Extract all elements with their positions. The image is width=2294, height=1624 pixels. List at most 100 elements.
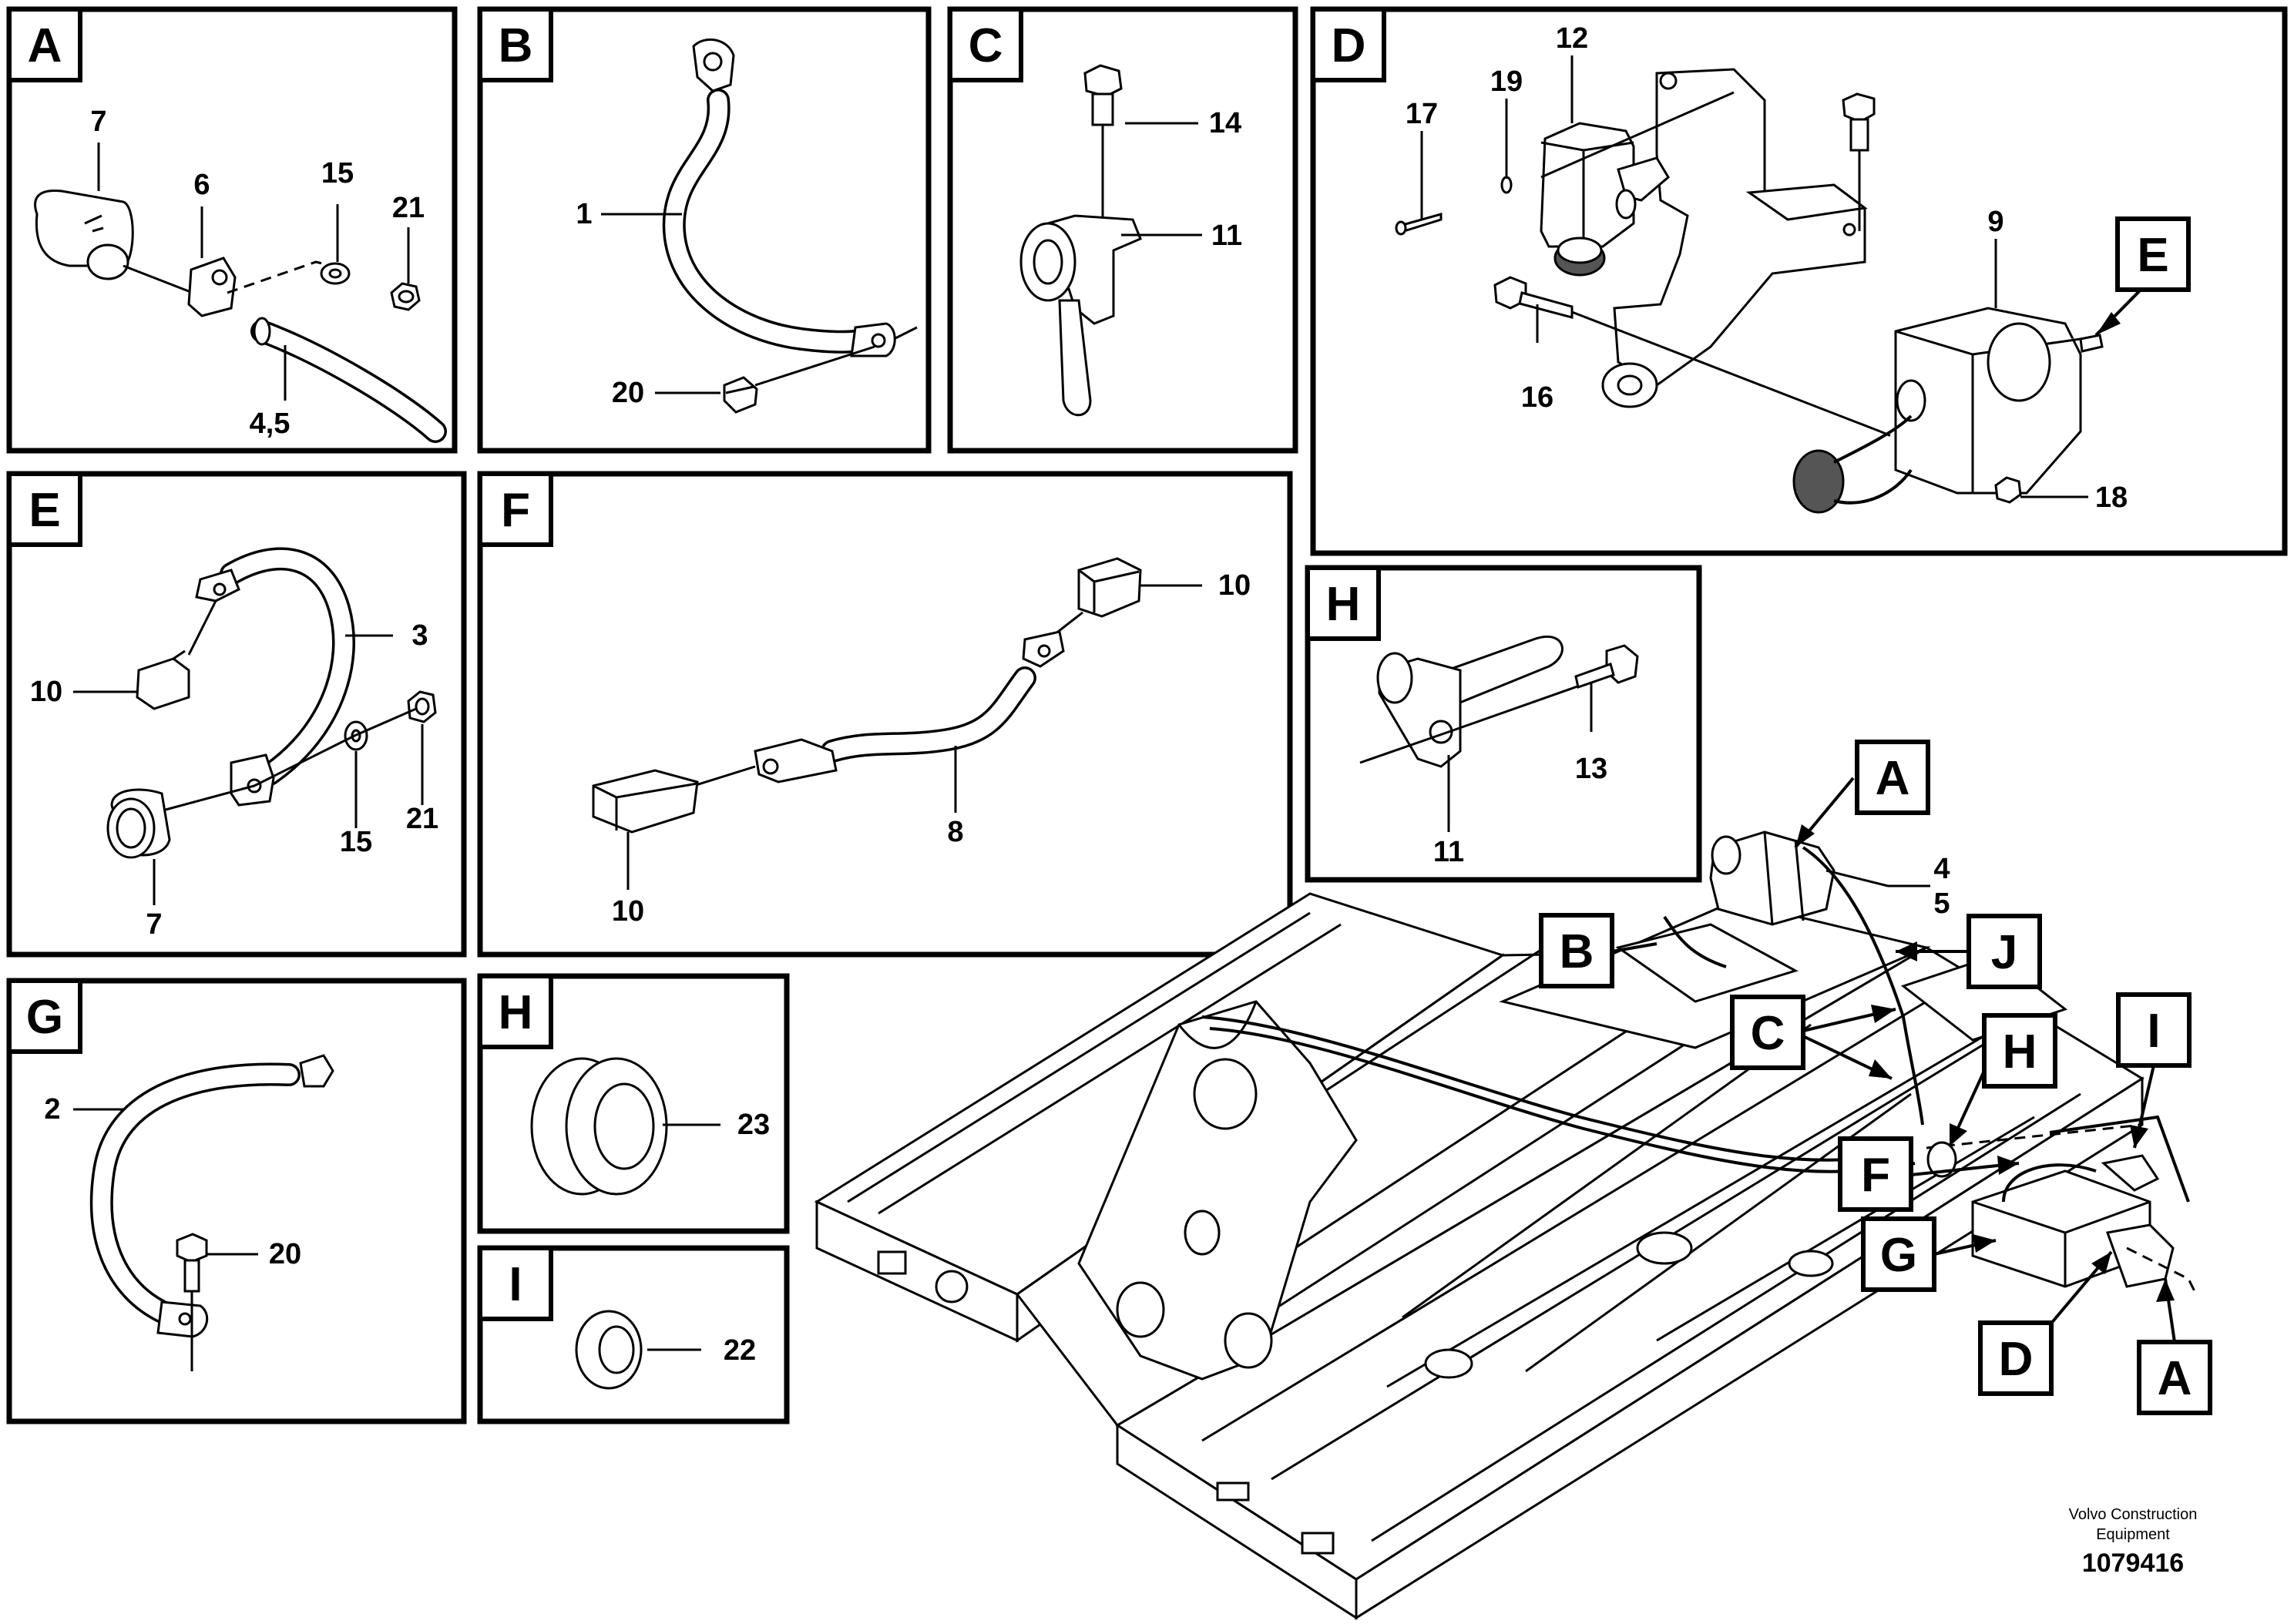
label-14: 14 xyxy=(1209,107,1241,139)
svg-text:A: A xyxy=(28,19,62,72)
relay-part-9 xyxy=(1792,307,2104,514)
boot-part-10 xyxy=(136,649,190,710)
label-21-e: 21 xyxy=(406,803,438,835)
label-10-f-bottom: 10 xyxy=(612,895,644,928)
svg-text:D: D xyxy=(1999,1333,2034,1386)
label-23: 23 xyxy=(737,1109,770,1141)
washer-part-15 xyxy=(320,262,351,285)
svg-text:H: H xyxy=(499,986,533,1039)
svg-text:F: F xyxy=(1861,1149,1890,1202)
clamp-part-11 xyxy=(1019,214,1142,417)
grommet-in-frame xyxy=(1926,1141,1957,1178)
boot-part-10-bottom xyxy=(592,769,699,834)
svg-text:E: E xyxy=(29,484,60,537)
panel-d-tag: D xyxy=(1311,7,1386,82)
machine-frame-overview: 4 5 xyxy=(814,830,2198,1620)
label-9: 9 xyxy=(1987,206,2003,238)
label-5-overview: 5 xyxy=(1933,887,1950,920)
svg-text:I: I xyxy=(2147,1005,2160,1058)
svg-text:C: C xyxy=(969,19,1003,72)
label-20: 20 xyxy=(612,377,644,409)
bolt-part-20 xyxy=(723,376,758,414)
panel-a: A 7 6 xyxy=(6,6,458,454)
nut-part-18 xyxy=(1994,476,2022,504)
svg-text:F: F xyxy=(501,484,530,537)
callout-b: B xyxy=(1539,913,1658,988)
panel-h-clamp-tag: H xyxy=(1305,565,1381,641)
panel-a-tag: A xyxy=(7,7,82,82)
clamp-part-11 xyxy=(1376,635,1563,768)
label-6: 6 xyxy=(193,169,210,201)
bolt-part-14 xyxy=(1083,64,1123,126)
bolt-part-13 xyxy=(1574,644,1639,689)
callout-a-top: A xyxy=(1794,740,1930,849)
boot-part-7 xyxy=(106,788,171,859)
callout-e: E xyxy=(2115,216,2191,292)
panel-f: F 10 8 10 xyxy=(477,471,1293,958)
washer-part-19 xyxy=(1500,176,1513,194)
label-15: 15 xyxy=(321,157,354,190)
callout-j: J xyxy=(1896,914,2042,989)
panel-g-tag: G xyxy=(7,978,82,1054)
label-11-h: 11 xyxy=(1433,836,1464,868)
panel-i-tag: I xyxy=(478,1246,553,1321)
panel-h-clamp: H 13 11 xyxy=(1305,565,1702,883)
panel-d: D xyxy=(1310,6,2288,556)
label-11: 11 xyxy=(1211,220,1242,252)
label-10: 10 xyxy=(30,676,62,708)
label-18: 18 xyxy=(2095,481,2128,514)
panel-e-tag: E xyxy=(7,471,82,547)
label-4-5: 4,5 xyxy=(250,408,291,440)
panel-g: G 2 20 xyxy=(6,978,467,1424)
callout-c: C xyxy=(1730,995,1896,1080)
label-15-e: 15 xyxy=(340,826,372,858)
washer-part-22 xyxy=(575,1310,643,1390)
svg-text:D: D xyxy=(1332,19,1366,72)
panel-h-grommet: H 23 xyxy=(477,973,790,1234)
callout-i: I xyxy=(2116,992,2192,1149)
panel-c-tag: C xyxy=(948,7,1023,82)
svg-text:B: B xyxy=(1560,925,1594,978)
svg-text:J: J xyxy=(1991,926,2017,979)
callout-d: D xyxy=(1978,1250,2113,1396)
label-20-g: 20 xyxy=(269,1238,301,1270)
svg-text:B: B xyxy=(499,19,533,72)
bolt-part-17 xyxy=(1395,213,1443,236)
document-number: 1079416 xyxy=(2082,1549,2184,1578)
label-7: 7 xyxy=(90,106,106,138)
nut-part-21 xyxy=(390,282,421,311)
label-12: 12 xyxy=(1556,22,1588,55)
label-7-e: 7 xyxy=(146,908,162,941)
callout-h: H xyxy=(1948,1013,2057,1147)
callout-f: F xyxy=(1838,1136,2020,1212)
label-3: 3 xyxy=(411,619,428,652)
label-1: 1 xyxy=(576,198,592,230)
label-21: 21 xyxy=(392,192,425,224)
svg-text:G: G xyxy=(26,991,63,1044)
label-22: 22 xyxy=(724,1334,756,1367)
cable-part-2 xyxy=(89,1054,334,1338)
boot-part-10-top xyxy=(1077,557,1142,618)
panel-b: B 1 20 xyxy=(477,6,932,454)
svg-text:G: G xyxy=(1880,1229,1917,1282)
boot-part-7 xyxy=(34,189,134,280)
panel-h-grommet-tag: H xyxy=(478,974,553,1049)
cable-part-3 xyxy=(195,547,355,807)
callout-a-bottom: A xyxy=(2137,1278,2212,1415)
mounting-bracket xyxy=(1601,68,1868,408)
svg-text:C: C xyxy=(1751,1007,1785,1060)
svg-text:A: A xyxy=(2158,1352,2192,1405)
svg-text:H: H xyxy=(2003,1025,2037,1079)
bracket-bolt xyxy=(1842,92,1876,231)
label-17: 17 xyxy=(1406,98,1438,130)
cable-part-1 xyxy=(662,39,918,357)
cable-part-8 xyxy=(754,630,1065,783)
label-2: 2 xyxy=(44,1093,60,1126)
label-4-overview: 4 xyxy=(1933,853,1950,885)
panel-i: I 22 xyxy=(477,1245,790,1424)
relay-part-12 xyxy=(1540,122,1670,277)
callout-g: G xyxy=(1861,1216,1997,1292)
svg-text:E: E xyxy=(2137,229,2168,282)
terminal-part-6 xyxy=(187,257,237,317)
